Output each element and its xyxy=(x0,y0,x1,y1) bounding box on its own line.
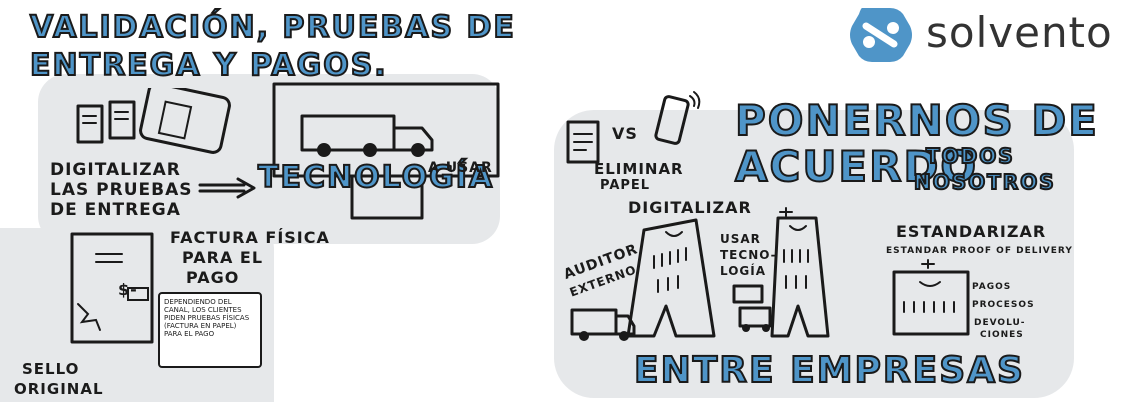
buildings-trucks-sketch xyxy=(570,207,830,341)
list-item-procesos: PROCESOS xyxy=(972,300,1035,310)
ponernos-line2: ACUERDO xyxy=(734,141,979,192)
right-vs-label: VS xyxy=(612,124,638,143)
dollar-sign: $- xyxy=(118,280,138,299)
factura-line3: PAGO xyxy=(186,268,240,287)
estandar-subtitle: ESTANDAR PROOF OF DELIVERY xyxy=(886,246,1073,256)
usar-line1: USAR xyxy=(720,232,761,246)
left-title-line2: ENTREGA Y PAGOS. xyxy=(29,47,388,84)
eliminar-line1: ELIMINAR xyxy=(594,160,684,178)
list-item-pagos: PAGOS xyxy=(972,282,1012,292)
list-item-devoluciones: DEVOLU- xyxy=(974,318,1026,328)
building-small-sketch xyxy=(892,259,970,336)
estandarizar-label: ESTANDARIZAR xyxy=(896,222,1047,241)
arrow-right-icon xyxy=(198,177,256,199)
eliminar-line2: PAPEL xyxy=(600,178,651,193)
digitalizar-line1: DIGITALIZAR xyxy=(50,160,181,180)
digitalizar-line3: DE ENTREGA xyxy=(50,200,181,220)
factura-line1: FACTURA FÍSICA xyxy=(170,228,330,247)
todos-line1: TODOS xyxy=(925,143,1015,169)
phone-icon xyxy=(654,91,701,145)
a-usar-label: A USAR xyxy=(428,160,493,176)
documents-phone-sketch xyxy=(76,88,231,154)
entre-empresas-label: ENTRE EMPRESAS xyxy=(633,349,1025,392)
usar-line2: TECNO- xyxy=(720,248,777,262)
left-title-line1: VALIDACIÓN, PRUEBAS DE xyxy=(29,9,516,46)
solvento-logo-icon xyxy=(850,8,912,62)
digitalizar-line2: LAS PRUEBAS xyxy=(50,180,193,200)
factura-note: DEPENDIENDO DEL CANAL, LOS CLIENTES PIDE… xyxy=(158,292,262,368)
invoice-sketch xyxy=(70,232,154,344)
factura-line2: PARA EL xyxy=(182,248,264,267)
ponernos-line1: PONERNOS DE xyxy=(734,95,1099,146)
list-item-devoluciones-2: CIONES xyxy=(980,330,1024,340)
brand-name: solvento xyxy=(926,8,1113,57)
brand-logo: solvento xyxy=(850,4,1113,66)
truck-screen-sketch xyxy=(272,82,500,220)
todos-line2: NOSOTROS xyxy=(913,169,1056,195)
tecnologia-label: TECNOLOGÍA xyxy=(257,159,495,196)
right-digitalizar: DIGITALIZAR xyxy=(628,198,752,217)
sello-line1: SELLO xyxy=(22,360,80,378)
usar-line3: LOGÍA xyxy=(720,264,767,278)
sello-line2: ORIGINAL xyxy=(14,380,104,398)
paper-document-icon xyxy=(566,120,600,164)
